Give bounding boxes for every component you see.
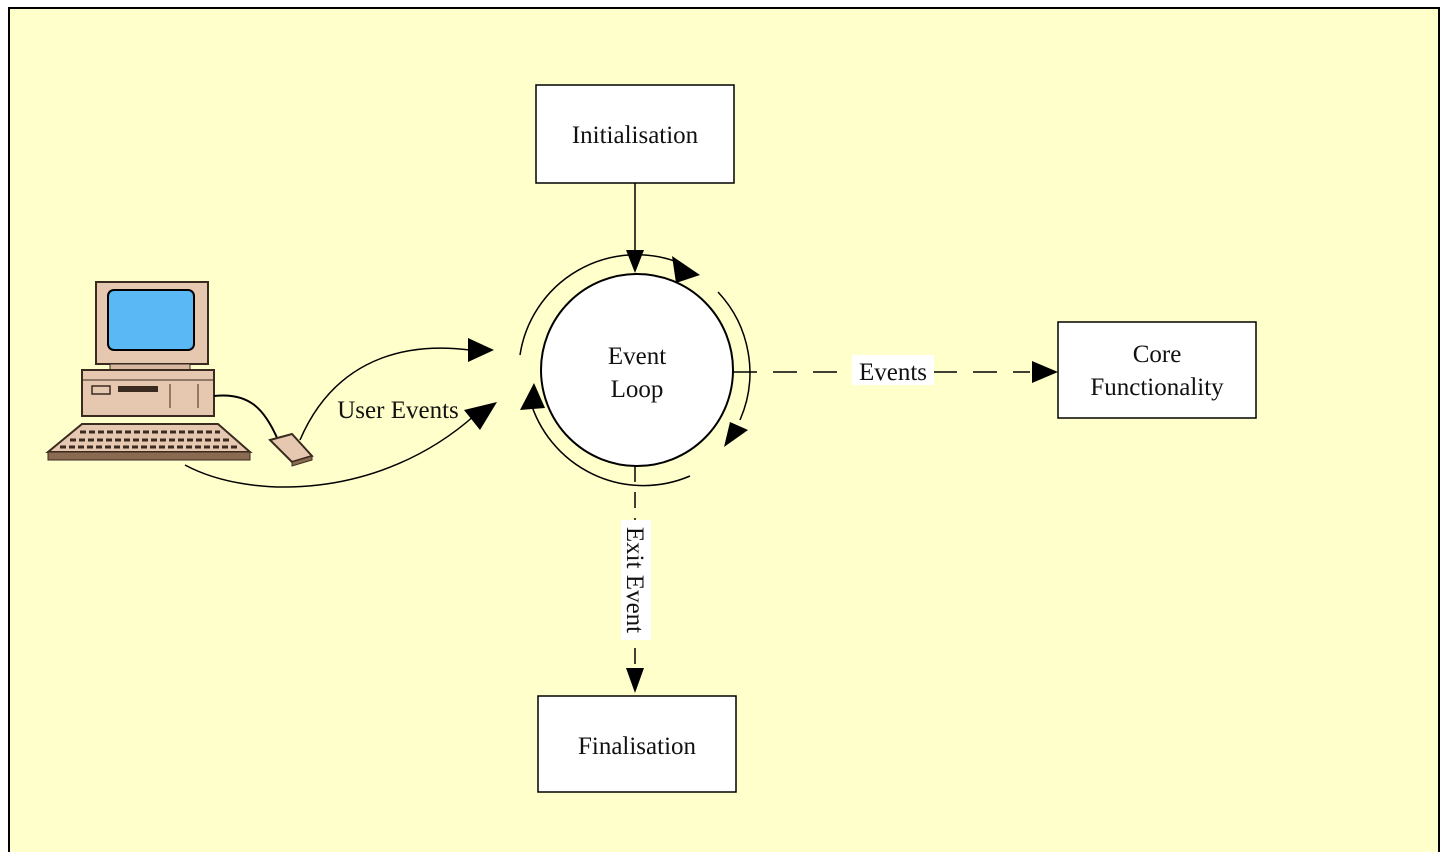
initialisation-node: Initialisation <box>535 84 735 184</box>
event-loop-label-line1: Event <box>608 343 666 370</box>
core-label-line1: Core <box>1133 341 1182 368</box>
exit-event-edge: Exit Event <box>621 466 651 693</box>
user-events-edge <box>184 338 497 488</box>
finalisation-label: Finalisation <box>578 733 697 760</box>
exit-event-label: Exit Event <box>621 527 648 633</box>
events-edge: Events <box>733 355 1058 386</box>
core-functionality-node: Core Functionality <box>1057 321 1257 419</box>
finalisation-node: Finalisation <box>537 695 737 793</box>
init-to-loop-arrow <box>626 183 644 273</box>
user-events-label: User Events <box>337 397 459 424</box>
mouse-icon <box>268 432 314 467</box>
initialisation-label: Initialisation <box>572 122 699 149</box>
core-label-line2: Functionality <box>1090 374 1224 401</box>
desktop-computer-icon <box>45 281 279 461</box>
events-label: Events <box>859 359 927 386</box>
event-loop-node: Event Loop <box>540 273 734 467</box>
loop-cycle-arrows <box>519 254 751 487</box>
event-loop-label-line2: Loop <box>611 376 664 403</box>
